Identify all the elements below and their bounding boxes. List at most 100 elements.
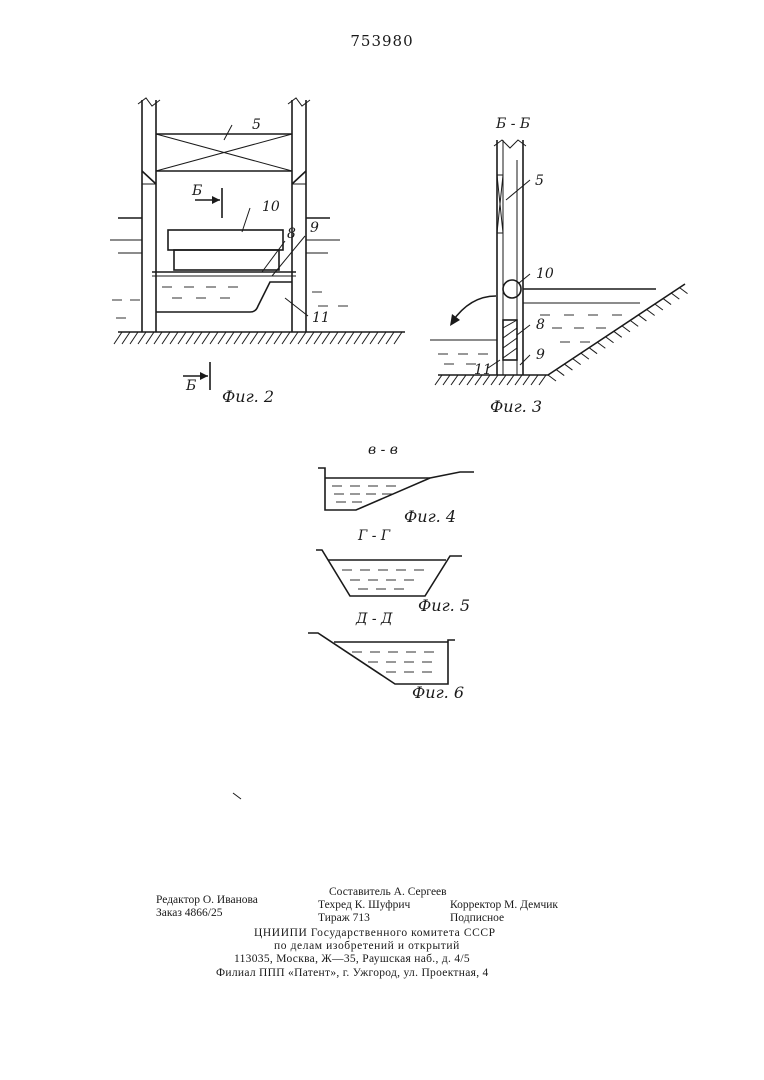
hatch-stroke [281, 331, 291, 345]
hatch-stroke [353, 331, 363, 345]
colophon-org-line3: 113035, Москва, Ж—35, Раушская наб., д. … [234, 953, 470, 965]
fig2-bottom-element-11 [156, 281, 292, 313]
hatch-stroke [361, 331, 371, 345]
hatch-stroke [613, 330, 623, 338]
fig2-label-5: 5 [252, 117, 261, 133]
fig4-water-dashes [332, 485, 396, 503]
colophon-org-line1: ЦНИИПИ Государственного комитета СССР [254, 927, 496, 939]
fig2-leaders [223, 124, 309, 317]
hatch-stroke [547, 374, 557, 382]
fig6-water-dashes [352, 651, 434, 673]
hatch-stroke [564, 363, 573, 371]
hatch-stroke [442, 374, 451, 386]
fig2-label-8: 8 [287, 226, 296, 242]
hatch-stroke [169, 331, 179, 345]
fig3-label-10: 10 [536, 266, 554, 282]
hatch-stroke [670, 292, 680, 300]
fig3-gate-block-8 [502, 319, 518, 361]
hatch-stroke [679, 287, 688, 295]
hatch-stroke [482, 374, 491, 386]
fig5-caption: Фиг. 5 [418, 596, 470, 615]
fig3-label-5: 5 [535, 173, 544, 189]
fig2-right-pillar [287, 97, 311, 332]
fig2-label-9: 9 [310, 220, 319, 236]
hatch-stroke [177, 331, 187, 345]
hatch-stroke [217, 331, 227, 345]
figure-3: Б - Б [430, 116, 688, 416]
fig2-section-mark-bottom: Б [183, 362, 211, 394]
hatch-stroke [249, 331, 259, 345]
fig5-section-title: Г - Г [357, 528, 391, 544]
hatch-stroke [185, 331, 195, 345]
hatch-stroke [257, 331, 267, 345]
fig3-water-surface [430, 288, 656, 341]
hatch-stroke [289, 331, 299, 345]
hatch-stroke [321, 331, 331, 345]
fig6-channel-profile [308, 632, 455, 685]
hatch-stroke [450, 374, 459, 386]
figure-5: Г - Г Фиг. 5 [316, 528, 470, 615]
hatch-stroke [621, 325, 631, 333]
fig3-water-dashes [438, 314, 622, 365]
colophon-org-line2: по делам изобретений и открытий [274, 940, 460, 952]
hatch-stroke [605, 336, 614, 344]
colophon-compiler: Составитель А. Сергеев [329, 886, 447, 898]
fig6-caption: Фиг. 6 [412, 683, 464, 702]
hatch-stroke [377, 331, 387, 345]
hatch-stroke [654, 303, 664, 311]
hatch-stroke [329, 331, 339, 345]
hatch-stroke [385, 331, 395, 345]
hatch-stroke [458, 374, 467, 386]
hatch-stroke [572, 358, 581, 366]
hatch-stroke [233, 331, 243, 345]
fig5-water-dashes [342, 569, 424, 590]
hatch-stroke [225, 331, 235, 345]
fig2-ground-hatching [113, 331, 403, 345]
hatch-stroke [466, 374, 475, 386]
hatch-stroke [201, 331, 211, 345]
hatch-stroke [265, 331, 275, 345]
fig3-section-title: Б - Б [495, 116, 530, 132]
fig2-gate-10 [167, 229, 284, 271]
hatch-stroke [629, 319, 639, 327]
hatch-stroke [498, 374, 507, 386]
hatch-stroke [662, 298, 672, 305]
hatch-stroke [129, 331, 139, 345]
colophon-branch: Филиал ППП «Патент», г. Ужгород, ул. Про… [216, 967, 489, 979]
fig3-float-10 [502, 279, 522, 299]
hatch-stroke [434, 374, 443, 386]
fig3-upper-element-5 [496, 174, 504, 234]
hatch-stroke [193, 331, 203, 345]
fig2-banks [118, 183, 330, 219]
colophon-techred: Техред К. Шуфрич [318, 899, 411, 911]
hatch-stroke [522, 374, 531, 386]
fig2-section-letter-top: Б [191, 183, 202, 199]
colophon-order: Заказ 4866/25 [156, 907, 223, 919]
fig2-upper-frame-5 [141, 133, 307, 185]
hatch-stroke [241, 331, 251, 345]
colophon-corrector: Корректор М. Демчик [450, 899, 559, 911]
stray-ink-mark [232, 792, 242, 800]
fig4-channel-profile [318, 467, 474, 511]
hatch-stroke [153, 331, 163, 345]
document-number: 753980 [350, 32, 413, 50]
fig2-label-10: 10 [262, 199, 280, 215]
hatch-stroke [597, 341, 606, 349]
hatch-stroke [313, 331, 323, 345]
patent-drawings: 753980 [110, 32, 688, 800]
hatch-stroke [530, 374, 539, 386]
hatch-stroke [145, 331, 155, 345]
figure-2: Б [110, 97, 405, 406]
hatch-stroke [137, 331, 147, 345]
hatch-stroke [305, 331, 315, 345]
fig2-left-pillar [137, 97, 161, 332]
fig4-caption: Фиг. 4 [404, 507, 456, 526]
fig2-label-11: 11 [312, 310, 330, 326]
hatch-stroke [474, 374, 483, 386]
hatch-stroke [273, 331, 283, 345]
fig3-label-11: 11 [474, 362, 492, 378]
colophon-editor: Редактор О. Иванова [156, 894, 258, 906]
fig3-label-8: 8 [536, 317, 545, 333]
fig3-label-9: 9 [536, 347, 545, 363]
